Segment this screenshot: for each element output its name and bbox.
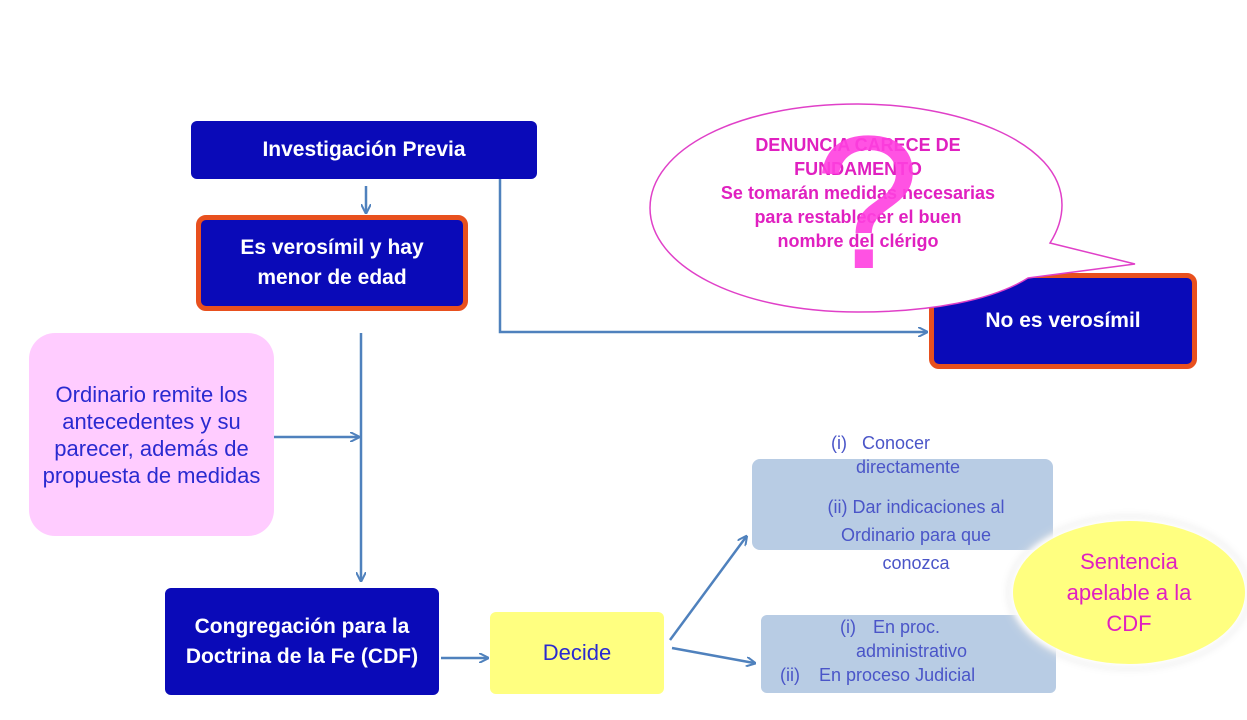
bubble-line-3: Se tomarán medidas necesarias <box>720 183 996 203</box>
option-lower-i: (i) En proc. <box>780 615 1056 639</box>
option-upper-ii-3: conozca <box>882 553 950 573</box>
node-es-verosimil: Es verosímil y hay menor de edad <box>196 215 468 311</box>
node-ordinario-remite-label: Ordinario remite los antecedentes y su p… <box>42 381 261 488</box>
speech-bubble-shape <box>649 103 1136 313</box>
bubble-line-1: DENUNCIA CARECE DE <box>755 135 961 155</box>
node-decide-label: Decide <box>542 640 612 665</box>
option-upper-i-text-2: directamente <box>856 457 961 477</box>
node-ordinario-remite: Ordinario remite los antecedentes y su p… <box>29 333 274 536</box>
question-mark: ? <box>814 97 920 309</box>
bubble-line-4: para restablecer el buen <box>754 207 962 227</box>
node-investigacion-previa-label: Investigación Previa <box>262 138 466 161</box>
node-no-es-verosimil-label: No es verosímil <box>985 309 1141 332</box>
options-lower-text: (i) En proc. administrativo (ii) En proc… <box>780 615 1056 687</box>
option-lower-i-num: (i) <box>840 617 856 637</box>
option-lower-ii: (ii) En proceso Judicial <box>780 663 1056 687</box>
arrow-investigacion-to-no-verosimil <box>498 178 926 332</box>
option-lower-i-text-1: En proc. <box>873 617 941 637</box>
bubble-text: DENUNCIA CARECE DE FUNDAMENTO Se tomarán… <box>658 133 1058 253</box>
option-upper-i-text-1: Conocer <box>862 433 931 453</box>
option-upper-ii-1: (ii) Dar indicaciones al <box>827 497 1005 517</box>
node-decide: Decide <box>490 612 664 694</box>
options-upper-text: (i) Conocer directamente (ii) Dar indica… <box>776 431 1056 575</box>
option-upper-i: (i) Conocer <box>776 431 1056 455</box>
bubble-line-5: nombre del clérigo <box>777 231 939 251</box>
option-lower-i-text-2: administrativo <box>856 641 968 661</box>
option-lower-ii-num: (ii) <box>780 665 800 685</box>
node-sentencia-apelable: Sentencia apelable a la CDF <box>1013 521 1245 664</box>
arrow-decide-to-upper <box>668 537 746 641</box>
node-es-verosimil-label: Es verosímil y hay menor de edad <box>240 236 424 289</box>
option-upper-i-num: (i) <box>831 433 847 453</box>
options-lower-box <box>761 615 1056 693</box>
arrow-decide-to-lower <box>671 646 754 663</box>
node-cdf-label: Congregación para la Doctrina de la Fe (… <box>185 614 419 668</box>
node-sentencia-apelable-label: Sentencia apelable a la CDF <box>1066 549 1192 636</box>
option-lower-ii-text: En proceso Judicial <box>819 665 976 685</box>
bubble-line-2: FUNDAMENTO <box>794 159 922 179</box>
node-investigacion-previa: Investigación Previa <box>191 121 537 179</box>
option-upper-ii-2: Ordinario para que <box>840 525 992 545</box>
node-cdf: Congregación para la Doctrina de la Fe (… <box>165 588 439 695</box>
options-upper-box <box>752 459 1053 550</box>
